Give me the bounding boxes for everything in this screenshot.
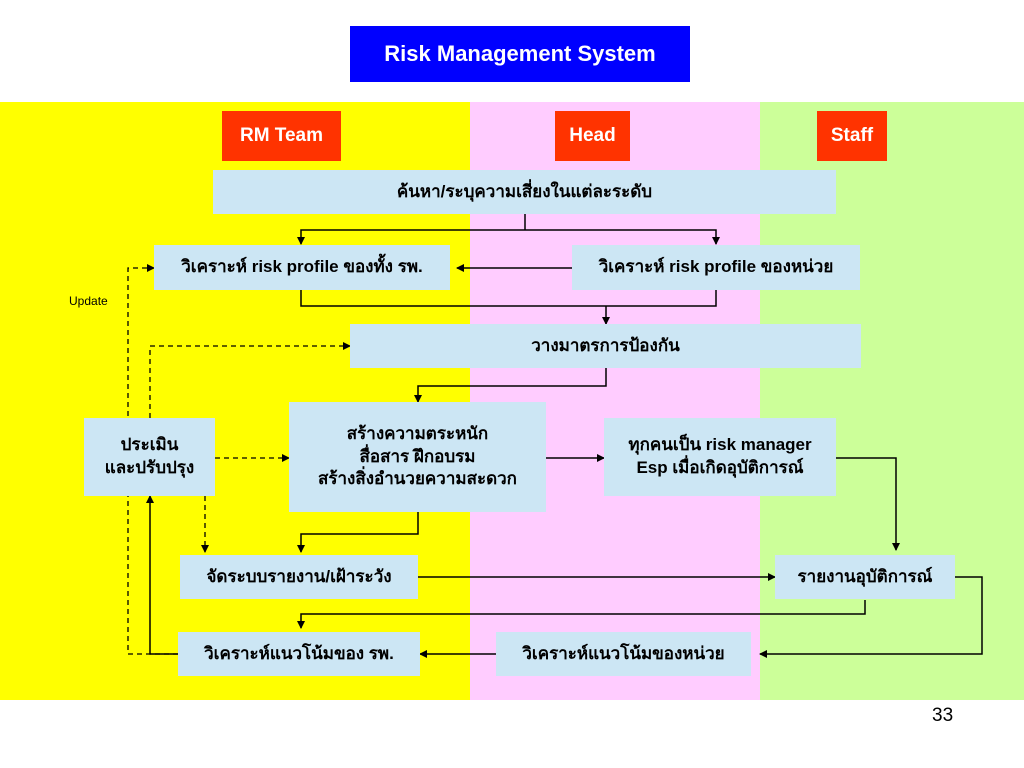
awareness-line-2: สื่อสาร ฝึกอบรม — [359, 446, 476, 466]
awareness-training-box: สร้างความตระหนัก สื่อสาร ฝึกอบรม สร้างสิ… — [289, 402, 546, 512]
page-number: 33 — [932, 705, 954, 726]
lane-label-rm-team: RM Team — [222, 111, 341, 161]
connector-identify-left — [297, 229, 525, 245]
connector-incident-to-trend-unit — [759, 576, 983, 658]
trend-unit-box: วิเคราะห์แนวโน้มของหน่วย — [496, 632, 751, 676]
identify-risk-box: ค้นหา/ระบุความเสี่ยงในแต่ละระดับ — [213, 170, 836, 214]
awareness-line-3: สร้างสิ่งอำนวยความสะดวก — [318, 469, 517, 489]
connector-awareness-to-reporting — [297, 512, 419, 553]
lane-label-staff: Staff — [817, 111, 887, 161]
awareness-line-1: สร้างความตระหนัก — [346, 423, 489, 443]
connector-incident-to-trend-hospital — [297, 600, 866, 629]
prevention-measures-box: วางมาตรการป้องกัน — [350, 324, 861, 368]
connector-analysis-merge — [300, 290, 717, 307]
trend-hospital-box: วิเคราะห์แนวโน้มของ รพ. — [178, 632, 420, 676]
risk-manager-box: ทุกคนเป็น risk manager Esp เมื่อเกิดอุบั… — [604, 418, 836, 496]
lane-label-head: Head — [555, 111, 630, 161]
evaluate-line-2: และปรับปรุง — [104, 458, 195, 477]
analyze-unit-risk-profile-box: วิเคราะห์ risk profile ของหน่วย — [572, 245, 860, 290]
connector-trend-to-evaluate — [146, 495, 178, 655]
update-label: Update — [69, 294, 108, 308]
reporting-system-box: จัดระบบรายงาน/เฝ้าระวัง — [180, 555, 418, 599]
analyze-hospital-risk-profile-box: วิเคราะห์ risk profile ของทั้ง รพ. — [154, 245, 450, 290]
risk-manager-line-1: ทุกคนเป็น risk manager — [628, 435, 812, 455]
connector-prevent-to-awareness — [414, 368, 607, 403]
incident-report-box: รายงานอุบัติการณ์ — [775, 555, 955, 599]
connector-identify-right — [525, 229, 720, 245]
evaluate-improve-box: ประเมิน และปรับปรุง — [84, 418, 215, 496]
diagram-title: Risk Management System — [350, 26, 690, 82]
connector-riskmanager-to-incident — [836, 457, 900, 551]
risk-manager-line-2: Esp เมื่อเกิดอุบัติการณ์ — [636, 458, 804, 477]
dashed-evaluate-to-prevent — [149, 342, 351, 418]
evaluate-line-1: ประเมิน — [120, 435, 179, 455]
